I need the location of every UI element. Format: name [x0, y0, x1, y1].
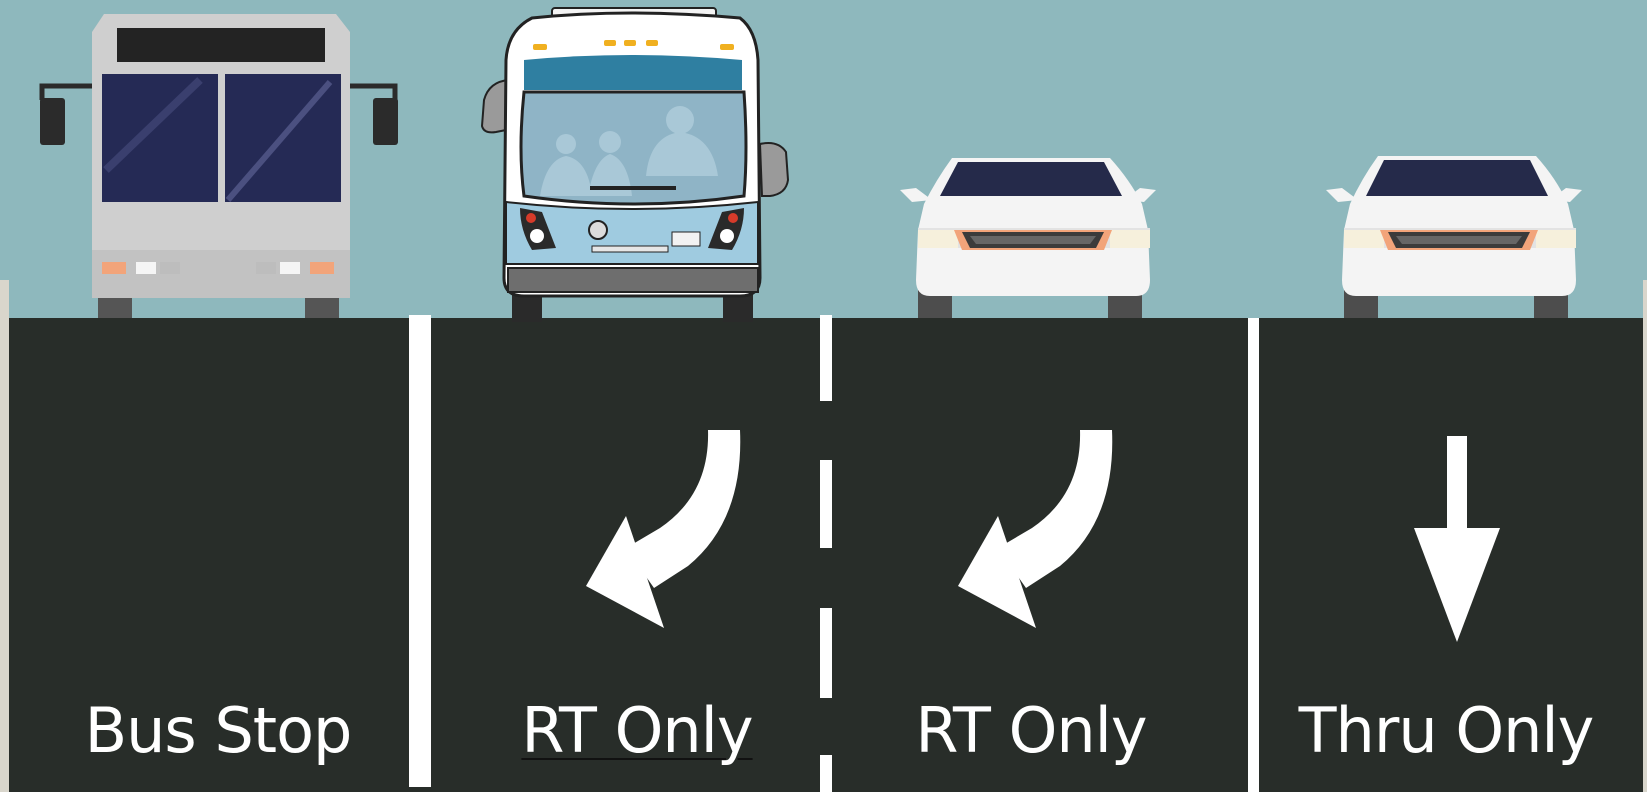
solid-lane-line-1 [409, 315, 431, 787]
lane-label-rt-only-2: RT Only [915, 700, 1146, 762]
right-curb [1643, 280, 1647, 792]
lane-label-thru-only: Thru Only [1299, 700, 1594, 762]
bus-rear-vehicle [40, 14, 398, 318]
solid-lane-line-2 [1248, 318, 1259, 792]
left-curb [0, 280, 9, 792]
lane-label-bus-stop: Bus Stop [85, 700, 352, 762]
transit-bus-vehicle [482, 8, 788, 322]
car-rear-vehicle-1 [900, 158, 1156, 318]
lane-label-rt-only-1: RT Only [521, 700, 752, 762]
car-rear-vehicle-2 [1326, 156, 1582, 318]
